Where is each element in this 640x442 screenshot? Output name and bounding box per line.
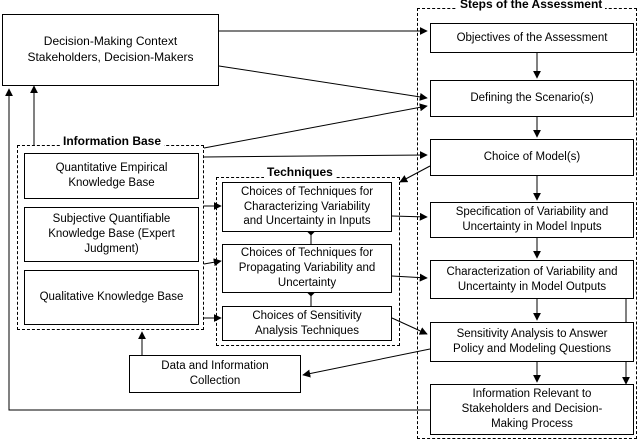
- sensitivity-analysis-box: Sensitivity Analysis to Answer Policy an…: [430, 322, 634, 362]
- specification-box: Specification of Variability and Uncerta…: [430, 202, 634, 238]
- decision-making-context-label: Decision-Making Context Stakeholders, De…: [27, 34, 194, 64]
- quantitative-knowledge-base-box: Quantitative Empirical Knowledge Base: [24, 153, 199, 199]
- objectives-box: Objectives of the Assessment: [430, 23, 634, 53]
- propagating-techniques-label: Choices of Techniques for Propagating Va…: [238, 247, 376, 289]
- characterizing-techniques-label: Choices of Techniques for Characterizing…: [240, 185, 374, 228]
- decision-making-context-box: Decision-Making Context Stakeholders, De…: [2, 14, 219, 86]
- techniques-title: Techniques: [264, 165, 336, 179]
- specification-label: Specification of Variability and Uncerta…: [455, 206, 609, 233]
- scenario-label: Defining the Scenario(s): [470, 92, 594, 105]
- qualitative-knowledge-base-label: Qualitative Knowledge Base: [39, 291, 184, 304]
- sensitivity-techniques-box: Choices of Sensitivity Analysis Techniqu…: [222, 306, 392, 341]
- model-choice-box: Choice of Model(s): [430, 139, 634, 176]
- information-base-title: Information Base: [60, 134, 165, 148]
- data-collection-box: Data and Information Collection: [129, 355, 301, 393]
- steps-group-title: Steps of the Assessment: [457, 0, 606, 11]
- propagating-techniques-box: Choices of Techniques for Propagating Va…: [222, 244, 392, 293]
- scenario-box: Defining the Scenario(s): [430, 80, 634, 117]
- information-relevant-label: Information Relevant to Stakeholders and…: [461, 388, 603, 430]
- quantitative-knowledge-base-label: Quantitative Empirical Knowledge Base: [55, 162, 168, 189]
- characterizing-techniques-box: Choices of Techniques for Characterizing…: [222, 182, 392, 232]
- sensitivity-analysis-label: Sensitivity Analysis to Answer Policy an…: [453, 328, 611, 355]
- model-choice-label: Choice of Model(s): [483, 151, 581, 164]
- characterization-label: Characterization of Variability and Unce…: [446, 265, 618, 293]
- subjective-knowledge-base-box: Subjective Quantifiable Knowledge Base (…: [24, 207, 199, 262]
- objectives-label: Objectives of the Assessment: [456, 31, 608, 44]
- subjective-knowledge-base-label: Subjective Quantifiable Knowledge Base (…: [48, 213, 175, 255]
- qualitative-knowledge-base-box: Qualitative Knowledge Base: [24, 270, 199, 325]
- data-collection-label: Data and Information Collection: [161, 360, 269, 387]
- sensitivity-techniques-label: Choices of Sensitivity Analysis Techniqu…: [252, 309, 362, 337]
- information-relevant-box: Information Relevant to Stakeholders and…: [430, 384, 634, 435]
- characterization-box: Characterization of Variability and Unce…: [430, 260, 634, 299]
